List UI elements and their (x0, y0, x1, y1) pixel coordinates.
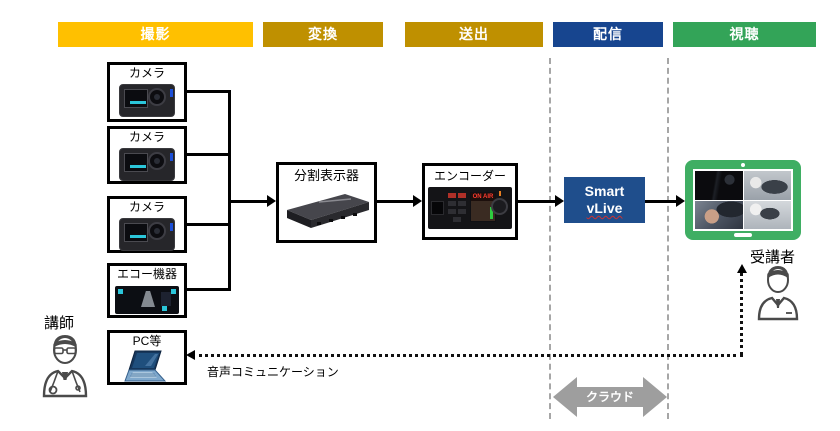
connector-camera2 (187, 153, 228, 156)
ultrasound-device-icon (115, 286, 179, 314)
arrowhead-to-tablet (676, 195, 685, 207)
video-quadrant-staff (743, 200, 791, 229)
smart-vlive-name-line2: vLive (586, 200, 623, 216)
audio-arrowhead-to-pc (186, 350, 195, 360)
pc-label: PC等 (132, 334, 162, 348)
action-camera-icon (119, 218, 175, 251)
pc-box: PC等 (107, 330, 187, 385)
camera-2-label: カメラ (128, 130, 165, 144)
arrowhead-to-splitter (267, 195, 276, 207)
stage-bar-viewing: 視聴 (673, 22, 816, 47)
splitter-box: 分割表示器 (276, 162, 377, 243)
attendee-label: 受講者 (750, 249, 796, 266)
encoder-onair-text: ON AIR (471, 193, 495, 201)
encoder-box: エンコーダー ON AIR (422, 163, 518, 240)
camera-lens (148, 222, 166, 240)
laptop-icon (124, 350, 167, 382)
audio-dotted-line-horizontal (192, 354, 743, 357)
smart-vlive-name-line1: Smart (584, 183, 625, 199)
arrowhead-to-service (555, 195, 564, 207)
smart-vlive-box: Smart vLive (564, 177, 645, 223)
dashed-separator-left (549, 58, 551, 419)
stage-bar-delivery: 配信 (553, 22, 663, 47)
echo-device-box: エコー機器 (107, 263, 187, 318)
connector-camera1 (187, 90, 228, 93)
action-camera-icon (119, 148, 175, 181)
camera-lens (148, 152, 166, 170)
camera-front-screen (124, 89, 148, 108)
cloud-label: クラウド (575, 387, 645, 407)
camera-1-label: カメラ (128, 66, 165, 80)
video-quadrant-surgery (695, 200, 743, 229)
connector-echo (187, 288, 228, 291)
video-quadrant-room (743, 171, 791, 200)
audio-communication-label: 音声コミュニケーション (207, 365, 339, 379)
encoder-level-meter (490, 207, 493, 219)
camera-lens (148, 88, 166, 106)
connector-camera3 (187, 223, 228, 226)
arrowhead-to-encoder (413, 195, 422, 207)
tablet-camera-dot (741, 163, 745, 167)
encoder-knob (491, 198, 508, 215)
encoder-device-icon: ON AIR (428, 187, 512, 229)
connector-bus (228, 90, 231, 291)
attendee-icon (757, 266, 799, 321)
camera-1-box: カメラ (107, 62, 187, 122)
tablet-home-button (734, 233, 752, 237)
flow-line-bus-to-splitter (228, 200, 268, 203)
instructor-icon (42, 335, 88, 398)
flow-line-splitter-to-encoder (377, 200, 413, 203)
splitter-device-icon (287, 194, 369, 228)
flow-line-encoder-to-service (518, 200, 555, 203)
tablet-screen (693, 169, 793, 231)
camera-front-screen (124, 223, 148, 242)
video-quadrant-monitor (695, 171, 743, 200)
cloud-arrow: クラウド (553, 377, 667, 417)
stage-bar-sending: 送出 (405, 22, 543, 47)
camera-3-box: カメラ (107, 196, 187, 253)
viewer-tablet (685, 160, 801, 240)
action-camera-icon (119, 84, 175, 117)
camera-3-label: カメラ (128, 200, 165, 214)
audio-dotted-line-vertical (740, 272, 743, 356)
camera-2-box: カメラ (107, 126, 187, 184)
splitter-label: 分割表示器 (293, 168, 359, 183)
camera-front-screen (124, 153, 148, 172)
echo-device-label: エコー機器 (116, 267, 177, 281)
stage-bar-conversion: 変換 (263, 22, 383, 47)
cloud-arrowhead-left (553, 377, 577, 417)
stage-bar-shooting: 撮影 (58, 22, 253, 47)
encoder-label: エンコーダー (433, 169, 506, 183)
flow-line-service-to-tablet (645, 200, 676, 203)
instructor-label: 講師 (44, 315, 75, 332)
cloud-arrowhead-right (643, 377, 667, 417)
dashed-separator-right (667, 58, 669, 419)
audio-arrowhead-to-attendee (736, 264, 747, 273)
